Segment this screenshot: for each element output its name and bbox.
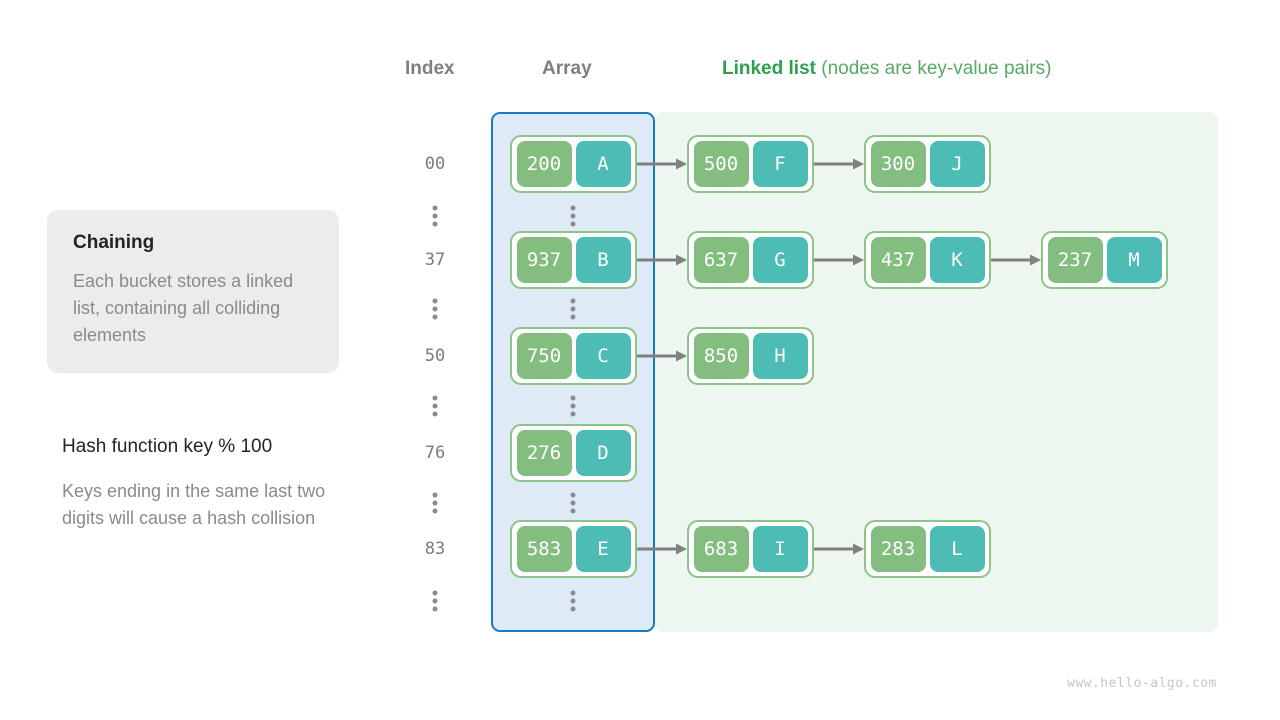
hash-function-title: Hash function key % 100 [62,436,273,457]
array-ellipsis [570,298,576,320]
node-key: 750 [516,333,572,379]
node-key: 850 [693,333,749,379]
node-value: A [575,141,631,187]
linked-list-subtitle: (nodes are key-value pairs) [815,58,1052,79]
index-label: 83 [424,539,446,559]
next-pointer-arrow [991,231,1041,289]
node-key: 300 [870,141,926,187]
node-key: 283 [870,526,926,572]
index-label: 76 [424,443,446,463]
next-pointer-arrow [637,135,687,193]
array-ellipsis [570,492,576,514]
node-value: G [752,237,808,283]
node-key: 683 [693,526,749,572]
node-value: F [752,141,808,187]
node-key: 200 [516,141,572,187]
watermark: www.hello-algo.com [1067,676,1217,691]
chaining-title: Chaining [73,232,155,253]
array-ellipsis [570,205,576,227]
index-ellipsis [432,205,438,227]
node-key: 500 [693,141,749,187]
node-key: 276 [516,430,572,476]
index-ellipsis [432,492,438,514]
next-pointer-arrow [637,231,687,289]
index-label: 00 [424,154,446,174]
next-pointer-arrow [814,135,864,193]
node-value: C [575,333,631,379]
node-value: L [929,526,985,572]
node-key: 937 [516,237,572,283]
next-pointer-arrow [637,327,687,385]
column-header-index: Index [405,58,455,79]
next-pointer-arrow [814,231,864,289]
chaining-description: Each bucket stores a linked list, contai… [73,271,294,345]
node-value: J [929,141,985,187]
chaining-card: Chaining Each bucket stores a linked lis… [47,210,339,373]
node-value: B [575,237,631,283]
next-pointer-arrow [637,520,687,578]
column-header-linked-list: Linked list (nodes are key-value pairs) [722,58,1051,80]
node-value: I [752,526,808,572]
index-ellipsis [432,590,438,612]
node-key: 637 [693,237,749,283]
index-label: 37 [424,250,446,270]
node-value: E [575,526,631,572]
node-key: 237 [1047,237,1103,283]
index-ellipsis [432,298,438,320]
node-key: 583 [516,526,572,572]
next-pointer-arrow [814,520,864,578]
node-key: 437 [870,237,926,283]
array-ellipsis [570,590,576,612]
index-ellipsis [432,395,438,417]
linked-list-label: Linked list [722,58,816,79]
node-value: M [1106,237,1162,283]
node-value: D [575,430,631,476]
hash-function-description: Keys ending in the same last two digits … [62,481,326,528]
node-value: K [929,237,985,283]
node-value: H [752,333,808,379]
index-label: 50 [424,346,446,366]
array-ellipsis [570,395,576,417]
column-header-array: Array [542,58,592,79]
